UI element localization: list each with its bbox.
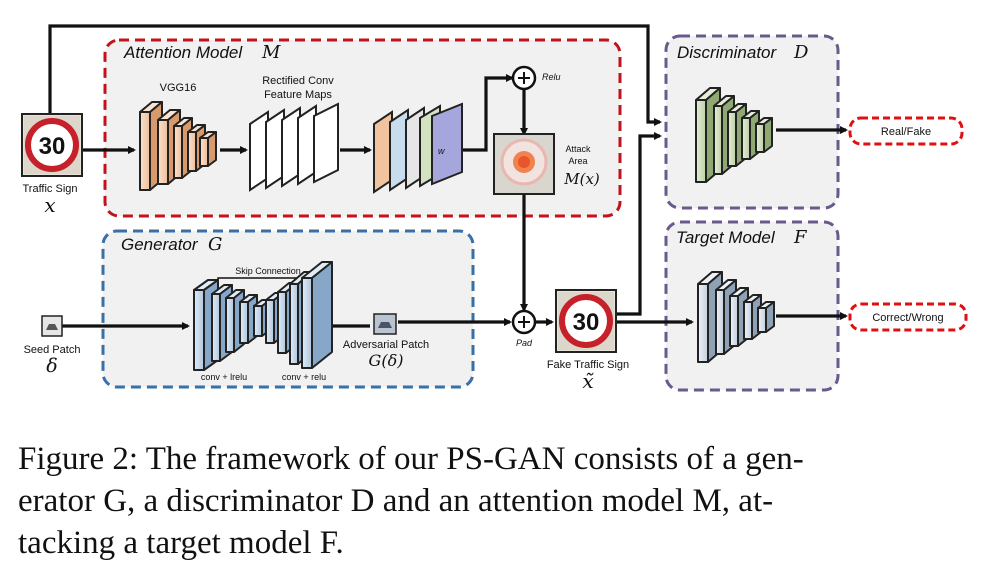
- caption-line-2: erator G, a discriminator D and an atten…: [18, 483, 774, 519]
- attack-area-label-1: Attack: [565, 144, 591, 154]
- traffic-sign-symbol: x: [44, 193, 55, 217]
- attack-area-label-2: Area: [568, 156, 587, 166]
- discriminator-network: [695, 87, 773, 183]
- adversarial-patch-image: [373, 313, 397, 335]
- attack-area-symbol: M(x): [563, 170, 600, 188]
- rectified-conv-label-2: Feature Maps: [264, 89, 332, 101]
- attention-model-title: Attention Model: [123, 43, 243, 62]
- generator-network: [193, 261, 333, 371]
- fake-sign-number: 30: [573, 309, 600, 336]
- fake-traffic-sign-image: 30: [555, 289, 617, 353]
- vgg16-network: [139, 101, 217, 191]
- conv-lrelu-label: conv + lrelu: [201, 372, 247, 382]
- connectors: [48, 24, 848, 330]
- correct-wrong-label: Correct/Wrong: [872, 312, 943, 324]
- attention-model-symbol: M: [261, 42, 281, 63]
- pad-sum-node: [511, 309, 537, 335]
- fake-sign-symbol: x̃: [582, 369, 594, 393]
- discriminator-symbol: D: [793, 42, 809, 63]
- skip-connection-label: Skip Connection: [235, 266, 301, 276]
- generator-symbol: G: [208, 234, 222, 255]
- attention-model-box: [103, 38, 622, 218]
- framework-diagram: Attention Model M Generator G Discrimina…: [21, 24, 968, 393]
- pad-label: Pad: [516, 338, 533, 348]
- generator-title: Generator: [121, 235, 199, 254]
- target-model-network: [697, 271, 775, 363]
- weighted-feature-maps: [373, 102, 463, 194]
- seed-patch-label: Seed Patch: [24, 344, 81, 356]
- caption-line-1: Figure 2: The framework of our PS-GAN co…: [18, 441, 804, 477]
- relu-sum-node: [511, 65, 537, 91]
- adversarial-patch-symbol: G(δ): [369, 351, 404, 370]
- traffic-sign-image: 30: [21, 113, 83, 177]
- fake-sign-label: Fake Traffic Sign: [547, 359, 629, 371]
- traffic-sign-number: 30: [39, 133, 66, 160]
- caption-line-3: tacking a target model F.: [18, 525, 344, 561]
- vgg16-label: VGG16: [160, 82, 197, 94]
- conv-relu-label: conv + relu: [282, 372, 326, 382]
- bypass-arrow: [48, 24, 662, 126]
- rectified-conv-label-1: Rectified Conv: [262, 75, 334, 87]
- discriminator-title: Discriminator: [677, 43, 778, 62]
- correct-wrong-output-box: [848, 302, 968, 332]
- seed-patch-symbol: δ: [46, 355, 57, 377]
- seed-patch-image: [41, 315, 63, 337]
- real-fake-output-box: [848, 116, 964, 146]
- relu-label: Relu: [542, 72, 561, 82]
- figure-caption: Figure 2: The framework of our PS-GAN co…: [18, 438, 978, 564]
- rectified-feature-maps: [249, 102, 339, 192]
- traffic-sign-label: Traffic Sign: [22, 183, 77, 195]
- fake-to-discriminator-arrow: [616, 132, 662, 316]
- real-fake-label: Real/Fake: [881, 126, 931, 138]
- target-model-title: Target Model: [676, 228, 776, 247]
- maps-to-relu-arrow: [462, 74, 514, 152]
- weight-label: w: [438, 146, 445, 156]
- target-model-symbol: F: [793, 227, 808, 248]
- attack-area-image: [493, 133, 555, 195]
- adversarial-patch-label: Adversarial Patch: [343, 339, 429, 351]
